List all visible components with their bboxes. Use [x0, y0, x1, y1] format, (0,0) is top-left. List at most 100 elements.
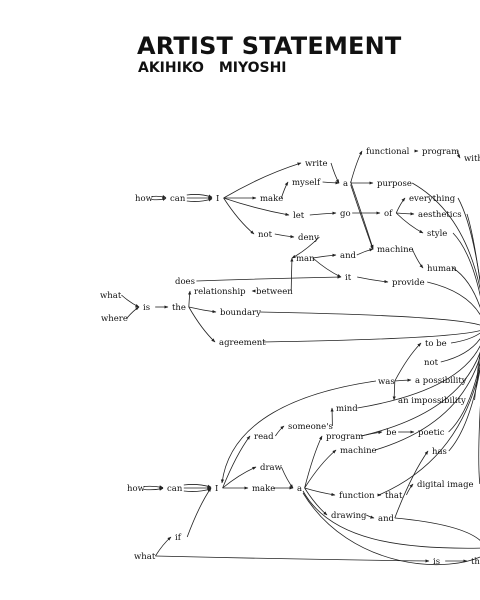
diagram-node-draw: draw	[260, 463, 283, 473]
edge-does-it	[196, 275, 342, 282]
edge-deny-man	[291, 236, 320, 259]
diagram-node-can1: can	[170, 194, 186, 204]
edge-not2-hub	[440, 338, 480, 363]
diagram-node-of: of	[384, 209, 393, 219]
diagram-node-i1: I	[216, 194, 219, 204]
diagram-node-style: style	[427, 229, 447, 239]
edge-make1-myself	[281, 181, 289, 199]
diagram-node-deny: deny	[298, 233, 319, 243]
edge-can2-i2	[183, 484, 212, 488]
edge-human-hub	[452, 267, 480, 309]
edge-program1-with	[456, 150, 461, 159]
diagram-node-function: function	[339, 491, 375, 501]
edge-not1-deny	[274, 233, 295, 239]
edge-mind-hub	[357, 345, 480, 409]
diagram-node-how1: how	[135, 194, 154, 204]
diagram-node-mind: mind	[336, 404, 358, 414]
diagram-node-aesthetics: aesthetics	[418, 210, 462, 220]
diagram-node-between: between	[256, 287, 293, 297]
edge-purpose-hub	[412, 182, 480, 291]
edge-what2-is2	[155, 555, 430, 563]
edge-of-aesthetics	[396, 212, 415, 216]
diagram-node-drawing: drawing	[331, 511, 367, 521]
edge-and2-has	[394, 450, 429, 519]
diagram-node-has: has	[432, 447, 447, 457]
diagram-node-not1: not	[258, 230, 273, 240]
diagram-node-digitalimage: digital image	[417, 480, 474, 490]
edge-read-someones	[275, 425, 285, 437]
edge-how1-can1	[151, 195, 167, 199]
edge-tobe-hub	[450, 332, 480, 344]
edge-what1-is1	[121, 294, 140, 308]
edge-what2-if	[155, 536, 172, 557]
edge-machine1-human	[411, 248, 424, 269]
edge-how1-can1	[151, 197, 167, 201]
edge-function-hub	[378, 366, 480, 496]
author-name: AKIHIKO MIYOSHI	[138, 60, 287, 76]
diagram-node-go: go	[340, 209, 351, 219]
diagram-node-and2: and	[378, 514, 395, 524]
diagram-node-functional: functional	[366, 147, 410, 157]
diagram-node-it: it	[345, 273, 352, 283]
diagram-node-not2: not	[424, 358, 439, 368]
edge-the1-boundary	[188, 306, 217, 314]
edge-can1-i1	[186, 198, 213, 202]
edge-provide-hub	[427, 281, 480, 316]
edge-man-it	[312, 257, 342, 278]
edge-man-and1	[312, 253, 337, 259]
diagram-node-a2: a	[297, 484, 302, 494]
edge-a2-function	[304, 487, 336, 497]
edge-a1-machine1	[350, 181, 374, 249]
diagram-node-is1: is	[143, 303, 150, 313]
edge-a2-program2	[304, 435, 323, 489]
edge-has-hub	[448, 367, 480, 452]
diagram-node-someones: someone's	[288, 422, 333, 432]
edge-drawing-and2	[366, 514, 375, 519]
diagram-node-write: write	[305, 159, 328, 169]
edge-was-i2	[220, 380, 377, 484]
edge-where-is1	[126, 306, 140, 319]
edge-was-tobe	[394, 342, 422, 382]
diagram-node-was: was	[378, 377, 395, 387]
edge-of-everything	[395, 197, 406, 214]
diagram-node-where: where	[101, 314, 128, 324]
diagram-node-purpose: purpose	[377, 179, 412, 189]
diagram-node-program1: program	[422, 147, 459, 157]
diagram-node-i2: I	[215, 484, 218, 494]
edge-a1-functional	[350, 150, 363, 184]
edge-the1-agreement	[188, 306, 216, 343]
diagram-node-how2: how	[127, 484, 146, 494]
edge-write-a1	[330, 162, 340, 184]
diagram-node-and1: and	[340, 251, 357, 261]
diagram-node-make1: make	[260, 194, 283, 204]
edge-let-go	[309, 211, 337, 216]
diagram-node-relationship: relationship	[194, 287, 246, 297]
edge-digitalimage-hub	[478, 405, 480, 485]
edge-draw-a2	[281, 466, 294, 489]
diagram-node-impossibility: an impossibility	[398, 396, 466, 406]
edge-the1-relationship	[188, 290, 192, 308]
diagram-node-what1: what	[100, 291, 122, 301]
diagram-node-man: man	[296, 254, 315, 264]
edge-was-possibility	[394, 378, 412, 382]
edge-how2-can2	[143, 485, 164, 489]
diagram-node-myself: myself	[292, 178, 321, 188]
diagram-node-is2: is	[433, 557, 440, 567]
edge-can2-i2	[183, 488, 212, 492]
edge-was-impossibility	[392, 380, 396, 401]
edge-a1-machine1	[350, 184, 374, 250]
diagram-node-machine1: machine	[377, 245, 414, 255]
edge-if-i2	[186, 487, 212, 538]
edge-i2-read	[222, 435, 251, 489]
edge-that-digitalimage	[406, 483, 414, 496]
edge-a2-drawing	[304, 487, 328, 516]
diagram-node-does: does	[175, 277, 195, 287]
diagram-node-make2: make	[252, 484, 275, 494]
diagram-node-agreement: agreement	[219, 338, 266, 348]
diagram-node-machine2: machine	[340, 446, 377, 456]
edge-agreement-hub	[263, 330, 480, 343]
edge-impossibility-hub	[474, 359, 480, 401]
edge-can1-i1	[186, 194, 213, 198]
